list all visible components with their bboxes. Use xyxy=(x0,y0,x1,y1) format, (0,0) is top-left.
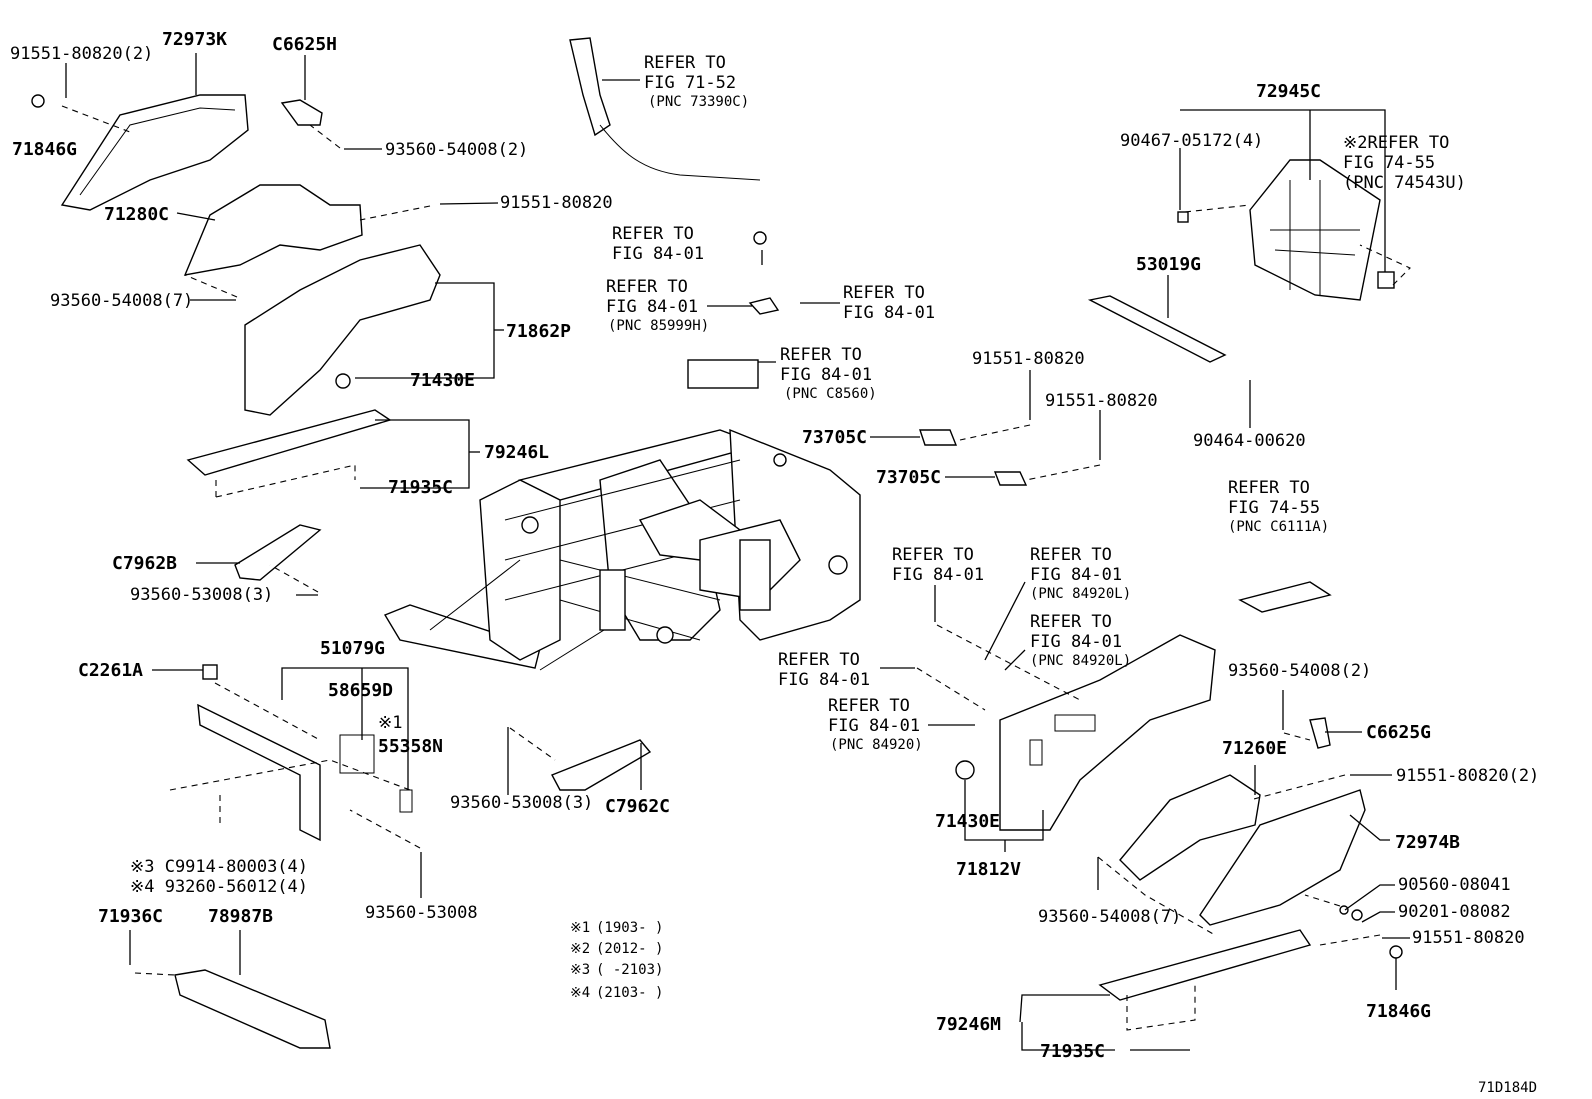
label-71260E: 71260E xyxy=(1222,738,1287,759)
refer-7-line1: REFER TO xyxy=(1228,478,1310,498)
label-90560-08041: 90560-08041 xyxy=(1398,875,1511,895)
label-53019G: 53019G xyxy=(1136,254,1201,275)
refer-9-line2: FIG 84-01 xyxy=(1030,565,1122,585)
label-91551-80820-mid: 91551-80820 xyxy=(500,193,613,213)
refer-1-line3: (PNC 73390C) xyxy=(648,94,749,110)
label-71846G-top: 71846G xyxy=(12,139,77,160)
refer-10-line2: FIG 84-01 xyxy=(1030,632,1122,652)
refer-5-line1: REFER TO xyxy=(780,345,862,365)
seat-frame-drawing xyxy=(383,428,861,671)
refer-2-line2: FIG 84-01 xyxy=(612,244,704,264)
label-72945C: 72945C xyxy=(1256,81,1321,102)
label-71280C: 71280C xyxy=(104,204,169,225)
label-C6625G: C6625G xyxy=(1366,722,1431,743)
part-shapes xyxy=(31,37,1403,1049)
note-3-mark: ※3 xyxy=(570,962,590,978)
refer-10-line3: (PNC 84920L) xyxy=(1030,653,1131,669)
refer-8-line1: REFER TO xyxy=(892,545,974,565)
label-79246L: 79246L xyxy=(484,442,549,463)
label-90464-00620: 90464-00620 xyxy=(1193,431,1306,451)
label-93560-54008-7-right: 93560-54008(7) xyxy=(1038,907,1181,927)
label-93560-53008: 93560-53008 xyxy=(365,903,478,923)
refer-7-line3: (PNC C6111A) xyxy=(1228,519,1329,535)
refer-3-line1: REFER TO xyxy=(606,277,688,297)
part-labels: 91551-80820(2) 72973K C6625H 71846G 9356… xyxy=(10,29,1539,1062)
label-90201-08082: 90201-08082 xyxy=(1398,902,1511,922)
label-93560-54008-2-top: 93560-54008(2) xyxy=(385,140,528,160)
refer-5-line2: FIG 84-01 xyxy=(780,365,872,385)
label-C6625H: C6625H xyxy=(272,34,337,55)
refer-8-line2: FIG 84-01 xyxy=(892,565,984,585)
refer-10-line1: REFER TO xyxy=(1030,612,1112,632)
label-93560-53008-3-left: 93560-53008(3) xyxy=(130,585,273,605)
label-91551-80820-b: 91551-80820 xyxy=(1045,391,1158,411)
label-73705C-b: 73705C xyxy=(876,467,941,488)
label-71430E-right: 71430E xyxy=(935,811,1000,832)
footnotes: ※1 (1903- ) ※2 (2012- ) ※3 ( -2103) ※4 (… xyxy=(570,920,663,1001)
refer-12-line3: (PNC 84920) xyxy=(830,737,923,753)
label-93560-54008-7-left: 93560-54008(7) xyxy=(50,291,193,311)
refer-1-line2: FIG 71-52 xyxy=(644,73,736,93)
refer-12-line1: REFER TO xyxy=(828,696,910,716)
refer-12-line2: FIG 84-01 xyxy=(828,716,920,736)
label-C7962C: C7962C xyxy=(605,796,670,817)
refer-9-line1: REFER TO xyxy=(1030,545,1112,565)
refer-9-line3: (PNC 84920L) xyxy=(1030,586,1131,602)
note-4-mark: ※4 xyxy=(570,985,590,1001)
label-71430E-left: 71430E xyxy=(410,370,475,391)
label-72974B: 72974B xyxy=(1395,832,1460,853)
label-91551-80820-a: 91551-80820 xyxy=(972,349,1085,369)
leader-lines xyxy=(65,53,1410,1051)
label-55358N-mark: ※1 xyxy=(378,713,402,733)
note-3-range: ( -2103) xyxy=(596,962,663,978)
refer-3-line3: (PNC 85999H) xyxy=(608,318,709,334)
refer-6-line3: (PNC 74543U) xyxy=(1343,173,1466,193)
label-79246M: 79246M xyxy=(936,1014,1001,1035)
note-2-range: (2012- ) xyxy=(596,941,663,957)
note-1-mark: ※1 xyxy=(570,920,590,936)
label-71862P: 71862P xyxy=(506,321,571,342)
refer-3-line2: FIG 84-01 xyxy=(606,297,698,317)
label-91551-80820-2-right: 91551-80820(2) xyxy=(1396,766,1539,786)
label-90467-05172: 90467-05172(4) xyxy=(1120,131,1263,151)
label-93560-53008-3-mid: 93560-53008(3) xyxy=(450,793,593,813)
refer-11-line2: FIG 84-01 xyxy=(778,670,870,690)
refer-6-line1: ※2REFER TO xyxy=(1343,133,1449,153)
refer-6-line2: FIG 74-55 xyxy=(1343,153,1435,173)
refer-7-line2: FIG 74-55 xyxy=(1228,498,1320,518)
diagram-id: 71D184D xyxy=(1478,1080,1537,1096)
refer-labels: REFER TO FIG 71-52 (PNC 73390C) REFER TO… xyxy=(606,53,1466,753)
label-71846G-right: 71846G xyxy=(1366,1001,1431,1022)
label-93560-54008-2-right: 93560-54008(2) xyxy=(1228,661,1371,681)
label-73705C-a: 73705C xyxy=(802,427,867,448)
label-71935C-left: 71935C xyxy=(388,477,453,498)
label-51079G: 51079G xyxy=(320,638,385,659)
label-72973K: 72973K xyxy=(162,29,227,50)
label-78987B: 78987B xyxy=(208,906,273,927)
label-C9914-80003: ※3 C9914-80003(4) xyxy=(130,857,308,877)
refer-4-line2: FIG 84-01 xyxy=(843,303,935,323)
refer-2-line1: REFER TO xyxy=(612,224,694,244)
refer-4-line1: REFER TO xyxy=(843,283,925,303)
refer-1-line1: REFER TO xyxy=(644,53,726,73)
note-1-range: (1903- ) xyxy=(596,920,663,936)
label-C2261A: C2261A xyxy=(78,660,143,681)
refer-5-line3: (PNC C8560) xyxy=(784,386,877,402)
label-93260-56012: ※4 93260-56012(4) xyxy=(130,877,308,897)
label-58659D: 58659D xyxy=(328,680,393,701)
label-91551-80820-right-low: 91551-80820 xyxy=(1412,928,1525,948)
fastener-dashed-lines xyxy=(61,105,1411,1031)
label-91551-80820-2-top: 91551-80820(2) xyxy=(10,44,153,64)
label-71812V: 71812V xyxy=(956,859,1021,880)
note-4-range: (2103- ) xyxy=(596,985,663,1001)
label-71936C: 71936C xyxy=(98,906,163,927)
label-C7962B: C7962B xyxy=(112,553,177,574)
label-55358N: 55358N xyxy=(378,736,443,757)
refer-11-line1: REFER TO xyxy=(778,650,860,670)
note-2-mark: ※2 xyxy=(570,941,590,957)
label-71935C-right: 71935C xyxy=(1040,1041,1105,1062)
